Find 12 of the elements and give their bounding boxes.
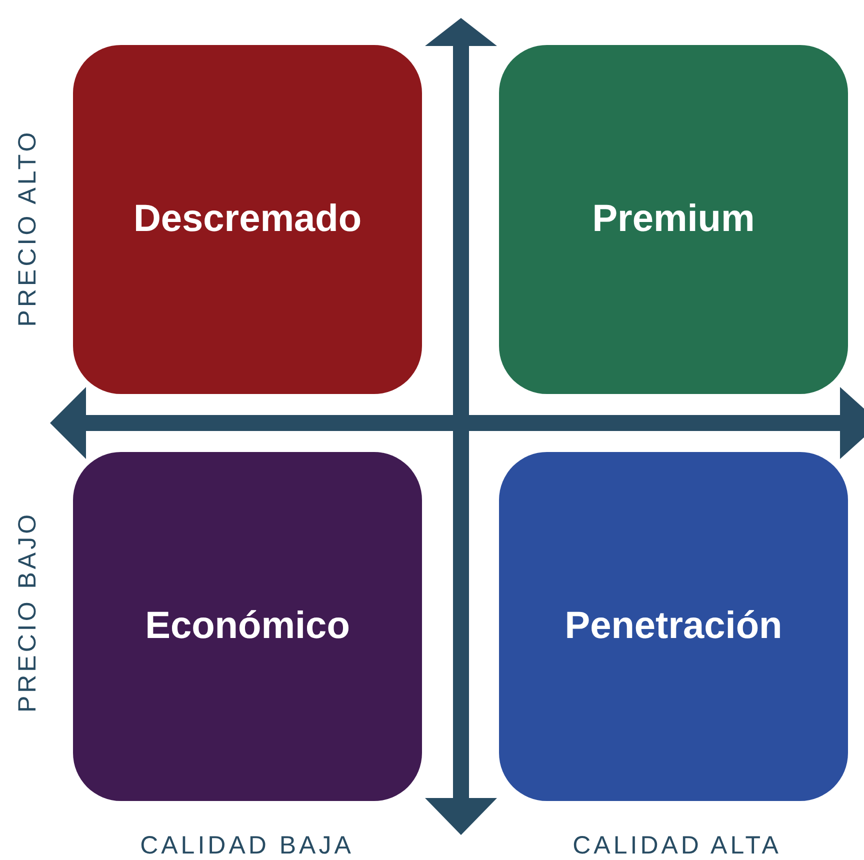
axis-label: CALIDAD BAJA [140,830,354,860]
quadrant-title: Penetración [564,604,784,649]
quadrant-box [499,452,848,801]
axis-label: CALIDAD ALTA [572,830,782,860]
quadrant-title: Económico [144,604,351,649]
axis-label: PRECIO ALTO [12,129,42,327]
quadrant-box [73,452,422,801]
quadrant-title: Premium [591,197,756,242]
quadrant-title: Descremado [132,197,363,242]
quadrant-box [73,45,422,394]
quadrant-box [499,45,848,394]
axis-label: PRECIO BAJO [12,511,42,713]
